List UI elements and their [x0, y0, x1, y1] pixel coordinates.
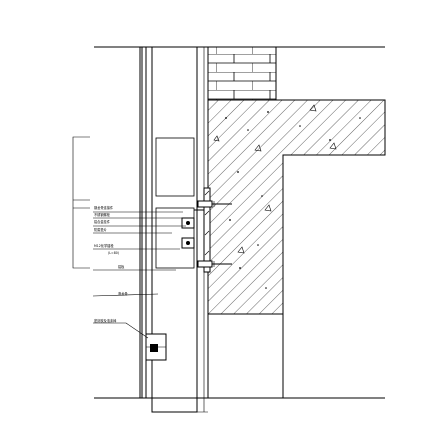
chemical-anchor-upper [197, 200, 232, 208]
label-chemical-anchor: M12化学锚栓 [94, 243, 114, 248]
label-aluminum-hanger: 铝合金挂件 [94, 219, 111, 224]
embedded-plate [203, 187, 211, 273]
leader-lines [92, 211, 186, 339]
stainless-bolt-lower [181, 237, 195, 249]
chemical-anchor-lower [197, 260, 232, 268]
label-aluminum-panel: 铝板 [118, 264, 125, 269]
label-anchor-length: (L=80) [108, 251, 119, 255]
aggregate-marks [213, 104, 361, 289]
stainless-bolt-upper [181, 217, 195, 229]
concrete-structure [207, 99, 386, 315]
plate-hatch-1 [204, 190, 210, 196]
brick-wall [207, 46, 277, 101]
plate-hatch-2 [204, 210, 210, 216]
label-steel-connector: 钢龙骨连接件 [94, 205, 114, 210]
label-sealant-foam-rod: 密封胶及泡沫棒 [94, 318, 117, 323]
label-anticorrosion-gasket: 防腐垫片 [94, 227, 107, 232]
label-stainless-bolt: 不锈钢螺栓 [94, 212, 111, 217]
plate-hatch-4 [204, 250, 210, 256]
plate-hatch-3 [204, 230, 210, 236]
label-vertical-mullion: 竖龙骨 [118, 291, 128, 296]
aluminum-panel [141, 46, 147, 399]
mullion-upper-window [155, 137, 195, 197]
left-dimension-bracket [72, 136, 90, 269]
aluminum-hanger [145, 333, 167, 361]
